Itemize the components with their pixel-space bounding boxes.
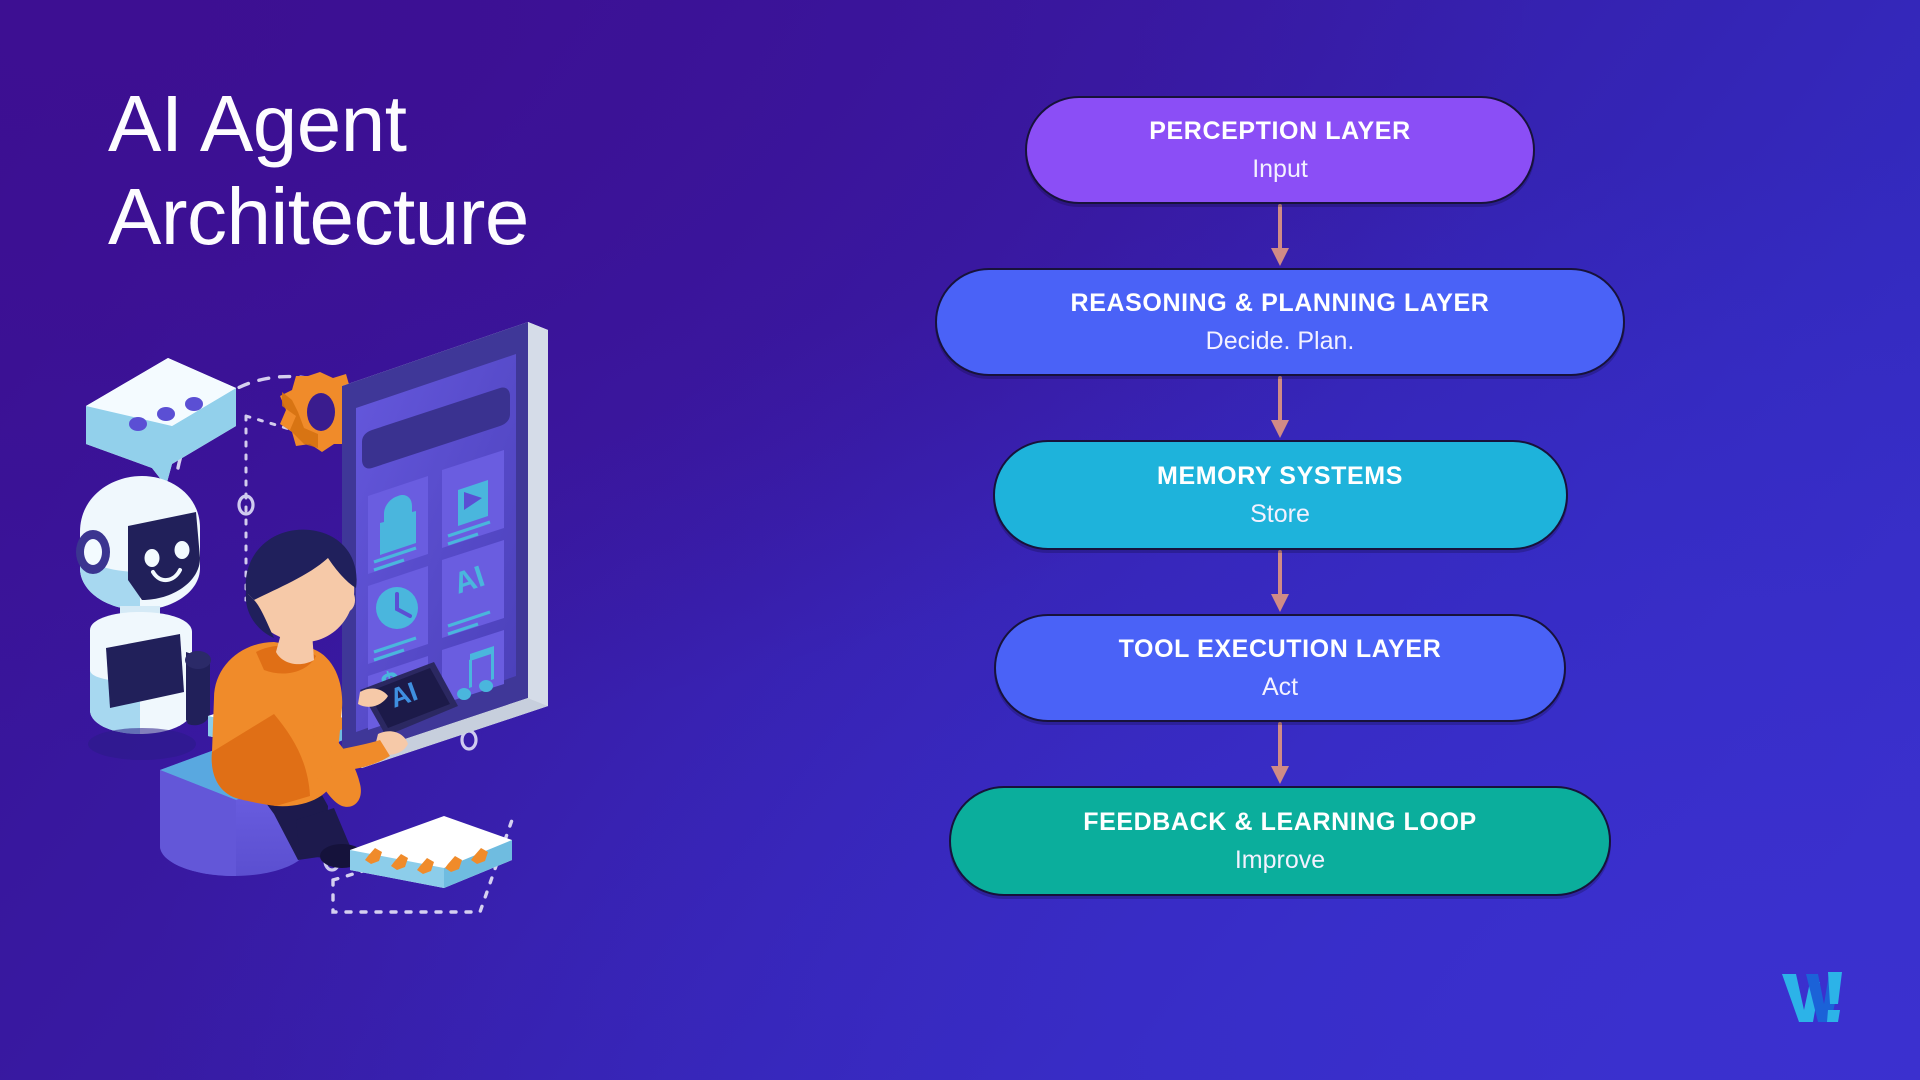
screen-card-clock xyxy=(368,566,428,664)
robot-icon xyxy=(76,476,211,760)
flow-node-subtitle: Improve xyxy=(1234,845,1326,874)
flow-node-title: REASONING & PLANNING LAYER xyxy=(1070,288,1490,317)
speech-bubble-icon xyxy=(86,358,236,486)
flow-row-memory: MEMORY SYSTEMS Store xyxy=(850,440,1710,550)
flow-node-title: PERCEPTION LAYER xyxy=(1149,116,1411,145)
flow-row-reasoning: REASONING & PLANNING LAYER Decide. Plan. xyxy=(850,268,1710,376)
isometric-screen: AI $ xyxy=(342,322,548,768)
flow-arrow-4 xyxy=(850,722,1710,786)
hero-illustration: AI $ xyxy=(60,300,680,940)
flow-arrow-1 xyxy=(850,204,1710,268)
tablet-device: AI xyxy=(360,662,458,736)
flow-row-feedback: FEEDBACK & LEARNING LOOP Improve xyxy=(850,786,1710,896)
star-rating-bar-bottom xyxy=(350,816,512,888)
flow-row-perception: PERCEPTION LAYER Input xyxy=(850,96,1710,204)
screen-card-play xyxy=(442,450,504,548)
flow-node-subtitle: Act xyxy=(1261,672,1299,701)
flow-arrow-2 xyxy=(850,376,1710,440)
flow-node-title: MEMORY SYSTEMS xyxy=(1157,461,1403,490)
flow-arrow-3 xyxy=(850,550,1710,614)
screen-card-music xyxy=(442,630,504,704)
page-title: AI Agent Architecture xyxy=(108,79,529,261)
flow-node-title: TOOL EXECUTION LAYER xyxy=(1118,634,1442,663)
dashed-connector-top xyxy=(176,374,382,470)
left-column: AI Agent Architecture xyxy=(0,0,760,1080)
flow-node-perception[interactable]: PERCEPTION LAYER Input xyxy=(1025,96,1535,204)
flow-node-tool-execution[interactable]: TOOL EXECUTION LAYER Act xyxy=(994,614,1566,722)
flow-row-tool-execution: TOOL EXECUTION LAYER Act xyxy=(850,614,1710,722)
screen-card-ai: AI xyxy=(442,540,504,638)
w-exclamation-logo[interactable] xyxy=(1780,970,1846,1026)
flow-node-subtitle: Store xyxy=(1250,499,1310,528)
flow-node-memory[interactable]: MEMORY SYSTEMS Store xyxy=(992,440,1568,550)
flow-node-feedback[interactable]: FEEDBACK & LEARNING LOOP Improve xyxy=(949,786,1611,896)
screen-card-shopping-bag xyxy=(368,476,428,574)
flow-node-subtitle: Input xyxy=(1252,154,1308,183)
flow-node-subtitle: Decide. Plan. xyxy=(1205,326,1355,355)
flow-node-reasoning[interactable]: REASONING & PLANNING LAYER Decide. Plan. xyxy=(935,268,1625,376)
flow-node-title: FEEDBACK & LEARNING LOOP xyxy=(1083,807,1477,836)
architecture-flow-diagram: PERCEPTION LAYER Input REASONING & PLANN… xyxy=(850,96,1710,986)
